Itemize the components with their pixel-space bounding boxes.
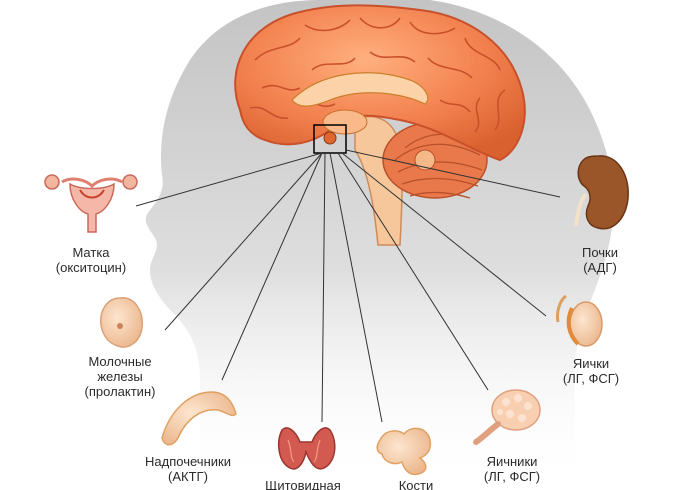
leader-line-ovaries bbox=[337, 152, 489, 391]
label-bones: Кости bbox=[380, 478, 452, 490]
thyroid-icon bbox=[277, 427, 336, 470]
leader-line-mammary bbox=[164, 152, 323, 331]
leader-line-adrenal bbox=[221, 152, 323, 381]
label-ovaries: Яичники (ЛГ, ФСГ) bbox=[460, 454, 564, 484]
label-thyroid-name: Щитовидная bbox=[265, 478, 341, 490]
ovary-icon bbox=[473, 389, 541, 445]
label-uterus-hormone: (окситоцин) bbox=[55, 260, 127, 275]
bone-icon bbox=[376, 427, 432, 476]
adrenal-gland-icon bbox=[161, 391, 237, 446]
label-testes-hormone: (ЛГ, ФСГ) bbox=[562, 371, 620, 386]
leader-lines bbox=[135, 149, 561, 423]
label-mammary-line1: Молочные bbox=[88, 354, 152, 369]
label-adrenal-name: Надпочечники bbox=[145, 454, 231, 469]
label-testes: Яички (ЛГ, ФСГ) bbox=[540, 356, 642, 386]
label-mammary: Молочные железы (пролактин) bbox=[64, 354, 176, 399]
pituitary-gland bbox=[323, 131, 337, 145]
cerebrum bbox=[234, 4, 526, 162]
kidney-icon bbox=[574, 155, 629, 230]
label-kidney-hormone: (АДГ) bbox=[583, 260, 617, 275]
leader-line-thyroid bbox=[321, 152, 326, 423]
label-testes-name: Яички bbox=[572, 356, 610, 371]
label-bones-name: Кости bbox=[398, 478, 434, 490]
testis-icon bbox=[556, 294, 603, 347]
breast-icon bbox=[100, 297, 143, 348]
label-uterus: Матка (окситоцин) bbox=[36, 245, 146, 275]
uterus-icon bbox=[44, 174, 138, 233]
label-thyroid: Щитовидная bbox=[248, 478, 358, 490]
leader-line-uterus bbox=[135, 152, 323, 207]
label-adrenal-hormone: (АКТГ) bbox=[168, 469, 208, 484]
label-mammary-hormone: (пролактин) bbox=[84, 384, 156, 399]
label-ovaries-name: Яичники bbox=[486, 454, 538, 469]
label-ovaries-hormone: (ЛГ, ФСГ) bbox=[483, 469, 541, 484]
leader-line-kidney bbox=[345, 149, 561, 198]
leader-line-testes bbox=[341, 152, 547, 317]
label-kidney: Почки (АДГ) bbox=[560, 245, 640, 275]
label-kidney-name: Почки bbox=[581, 245, 618, 260]
label-mammary-line2: железы bbox=[97, 369, 143, 384]
leader-line-bones bbox=[329, 152, 383, 423]
label-uterus-name: Матка bbox=[72, 245, 110, 260]
label-adrenal: Надпочечники (АКТГ) bbox=[128, 454, 248, 484]
